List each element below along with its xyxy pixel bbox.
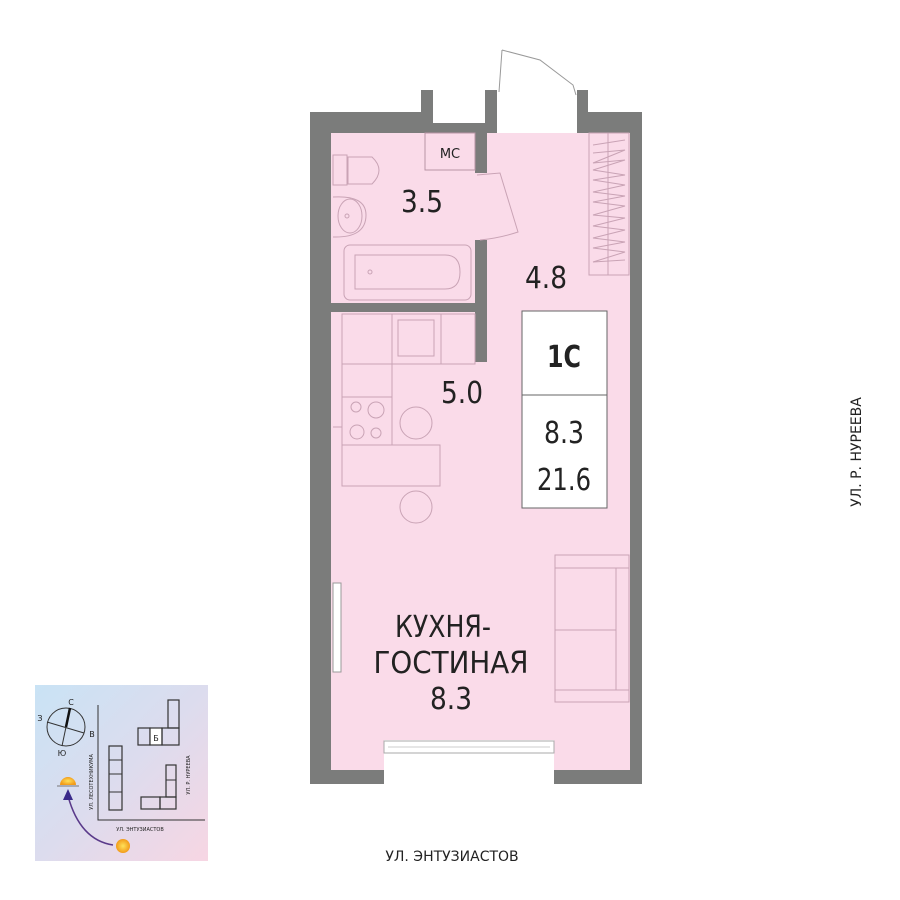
locator-street-right: УЛ. Р. НУРЕЕВА	[186, 755, 192, 795]
living-name-line2: ГОСТИНАЯ	[374, 646, 529, 681]
summary-box: 1С 8.3 21.6	[521, 310, 608, 509]
apartment-type: 1С	[547, 340, 581, 375]
street-right: УЛ. Р. НУРЕЕВА	[849, 397, 865, 507]
compass-north: С	[68, 698, 74, 707]
buildings: Б	[108, 699, 180, 811]
side-window	[332, 582, 342, 673]
room-labels: 3.5 4.8 5.0 КУХНЯ- ГОСТИНАЯ 8.3	[374, 185, 568, 717]
compass-icon: С З В Ю	[37, 698, 94, 758]
wardrobe-icon	[588, 132, 630, 276]
compass-west: З	[37, 714, 42, 723]
street-bottom: УЛ. ЭНТУЗИАСТОВ	[385, 849, 518, 865]
shaft-label: МС	[440, 147, 460, 162]
compass-south: Ю	[58, 749, 67, 758]
compass-east: В	[89, 730, 95, 739]
locator-street-left: УЛ. ЛЕСОТЕХНИКУМА	[89, 754, 95, 810]
kitchen-counter	[333, 313, 476, 446]
arrow-head-icon	[63, 789, 73, 800]
sun-path-arrow	[67, 795, 114, 846]
locator-map: С З В Ю Б УЛ. ЛЕСОТЕХНИКУМА УЛ. Р. НУРЕЕ…	[35, 685, 208, 861]
summary-living-area: 8.3	[544, 416, 584, 451]
living-name-line1: КУХНЯ-	[395, 610, 491, 645]
sunrise-icon	[57, 777, 79, 787]
locator-street-bottom: УЛ. ЭНТУЗИАСТОВ	[116, 827, 164, 833]
living-area: 8.3	[430, 682, 472, 717]
balcony-door-swing	[498, 49, 577, 96]
kitchen-partition-wall	[475, 312, 487, 362]
summary-total-area: 21.6	[537, 463, 591, 498]
balcony-window	[383, 740, 555, 784]
sofa-icon	[554, 554, 630, 703]
shaft	[424, 132, 476, 171]
bathtub-icon	[343, 244, 472, 301]
building-label: Б	[153, 734, 159, 743]
sink-icon	[332, 196, 367, 238]
hallway-area: 4.8	[525, 261, 567, 296]
sun-icon	[116, 839, 130, 853]
dining-table	[341, 406, 441, 524]
kitchen-area: 5.0	[441, 376, 483, 411]
bathroom-area: 3.5	[401, 185, 443, 220]
toilet-icon	[332, 154, 380, 186]
